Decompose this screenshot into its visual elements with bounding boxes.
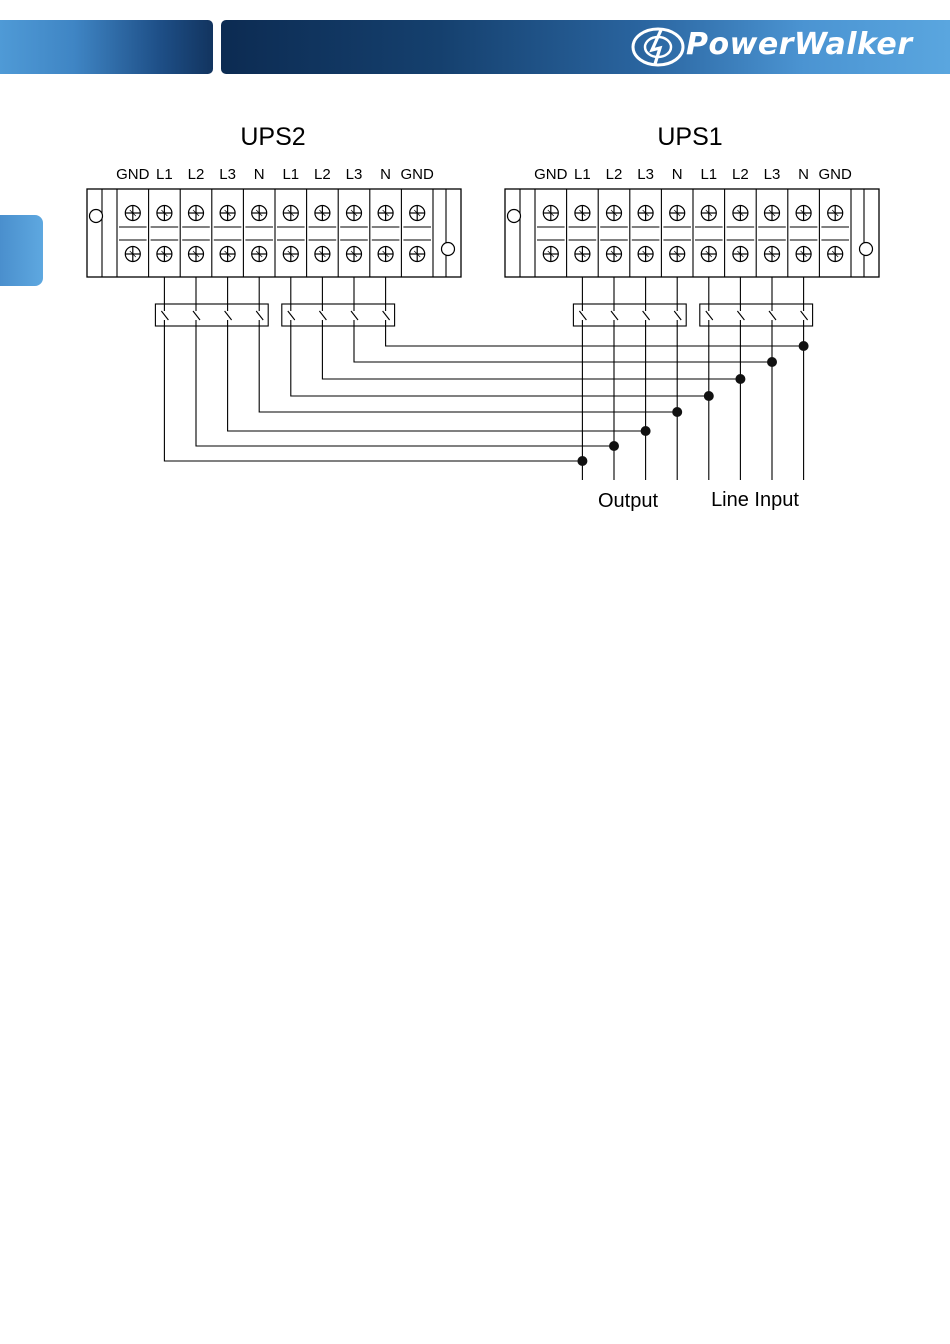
ups2-screw-bottom-5 xyxy=(252,247,267,262)
ups1-screw-bottom-8 xyxy=(765,247,780,262)
ups1-screw-bottom-6 xyxy=(701,247,716,262)
ups1-screw-bottom-4 xyxy=(638,247,653,262)
junction-dot-3 xyxy=(641,426,651,436)
ups2-screw-bottom-4 xyxy=(220,247,235,262)
ups1-screw-top-10 xyxy=(828,206,843,221)
junction-dot-5 xyxy=(704,391,714,401)
ups2-title: UPS2 xyxy=(240,123,305,151)
ups1-terminal-label-7: L2 xyxy=(732,166,749,183)
ups1-terminal-label-8: L3 xyxy=(764,166,781,183)
ups1-screw-top-3 xyxy=(607,206,622,221)
ups1-mount-hole-bottom xyxy=(860,243,873,256)
ups2-output-breaker xyxy=(155,304,268,326)
ups2-screw-bottom-10 xyxy=(410,247,425,262)
ups2-terminal-label-3: L2 xyxy=(188,166,205,183)
junction-dot-1 xyxy=(577,456,587,466)
ups1-terminal-label-5: N xyxy=(672,166,683,183)
ups1-title: UPS1 xyxy=(657,123,722,151)
ups2-screw-bottom-1 xyxy=(125,247,140,262)
ups1-terminal-label-9: N xyxy=(798,166,809,183)
ups2-screw-top-7 xyxy=(315,206,330,221)
ups2-screw-top-5 xyxy=(252,206,267,221)
ups1-screw-bottom-1 xyxy=(543,247,558,262)
ups2-screw-top-8 xyxy=(347,206,362,221)
ups2-screw-top-3 xyxy=(189,206,204,221)
ups1-screw-top-1 xyxy=(543,206,558,221)
ups2-screw-bottom-7 xyxy=(315,247,330,262)
ups2-terminal-label-6: L1 xyxy=(282,166,299,183)
ups2-terminal-label-2: L1 xyxy=(156,166,173,183)
ups2-screw-top-6 xyxy=(283,206,298,221)
ups2-terminal-label-7: L2 xyxy=(314,166,331,183)
ups1-mount-hole-top xyxy=(508,210,521,223)
ups2-screw-top-2 xyxy=(157,206,172,221)
ups1-terminal-label-2: L1 xyxy=(574,166,591,183)
ups2-block-frame xyxy=(87,189,461,277)
junction-dot-2 xyxy=(609,441,619,451)
ups1-terminal-label-10: GND xyxy=(819,166,853,183)
ups2-screw-top-10 xyxy=(410,206,425,221)
ups2-terminal-label-1: GND xyxy=(116,166,150,183)
ups1-screw-top-4 xyxy=(638,206,653,221)
ups1-screw-bottom-5 xyxy=(670,247,685,262)
ups1-screw-top-5 xyxy=(670,206,685,221)
junction-dot-8 xyxy=(799,341,809,351)
ups1-screw-top-2 xyxy=(575,206,590,221)
ups1-input-breaker xyxy=(700,304,813,326)
ups1-screw-bottom-9 xyxy=(796,247,811,262)
ups1-terminal-label-4: L3 xyxy=(637,166,654,183)
line-input-label: Line Input xyxy=(711,489,799,511)
ups2-terminal-label-8: L3 xyxy=(346,166,363,183)
junction-dot-6 xyxy=(735,374,745,384)
ups2-screw-bottom-6 xyxy=(283,247,298,262)
ups2-screw-top-4 xyxy=(220,206,235,221)
ups2-terminal-block: GND L1 L2 L3 N L1 L2 L3 N GND xyxy=(87,166,461,277)
ups2-mount-hole-top xyxy=(90,210,103,223)
ups2-mount-hole-bottom xyxy=(442,243,455,256)
ups1-screw-top-7 xyxy=(733,206,748,221)
ups1-terminal-label-1: GND xyxy=(534,166,568,183)
ups2-screw-bottom-9 xyxy=(378,247,393,262)
ups1-block-frame xyxy=(505,189,879,277)
ups2-screw-top-1 xyxy=(125,206,140,221)
ups1-screw-top-9 xyxy=(796,206,811,221)
ups2-terminal-label-10: GND xyxy=(401,166,435,183)
ups1-screw-bottom-10 xyxy=(828,247,843,262)
ups2-screw-bottom-2 xyxy=(157,247,172,262)
ups2-terminal-label-9: N xyxy=(380,166,391,183)
ups1-output-breaker xyxy=(573,304,686,326)
ups1-screw-top-8 xyxy=(765,206,780,221)
ups2-screw-bottom-8 xyxy=(347,247,362,262)
ups2-screw-top-9 xyxy=(378,206,393,221)
ups2-screw-bottom-3 xyxy=(189,247,204,262)
ups2-terminal-label-4: L3 xyxy=(219,166,236,183)
output-label: Output xyxy=(598,490,658,512)
ups1-screw-bottom-7 xyxy=(733,247,748,262)
ups1-terminal-block: GND L1 L2 L3 N L1 L2 L3 N GND xyxy=(505,166,879,277)
ups1-screw-bottom-3 xyxy=(607,247,622,262)
ups2-input-breaker xyxy=(282,304,395,326)
breaker-boxes xyxy=(155,304,812,326)
ups1-screw-bottom-2 xyxy=(575,247,590,262)
ups1-screw-top-6 xyxy=(701,206,716,221)
ups1-terminal-label-6: L1 xyxy=(700,166,717,183)
junction-dot-7 xyxy=(767,357,777,367)
ups1-terminal-label-3: L2 xyxy=(606,166,623,183)
junction-dot-4 xyxy=(672,407,682,417)
ups2-terminal-label-5: N xyxy=(254,166,265,183)
